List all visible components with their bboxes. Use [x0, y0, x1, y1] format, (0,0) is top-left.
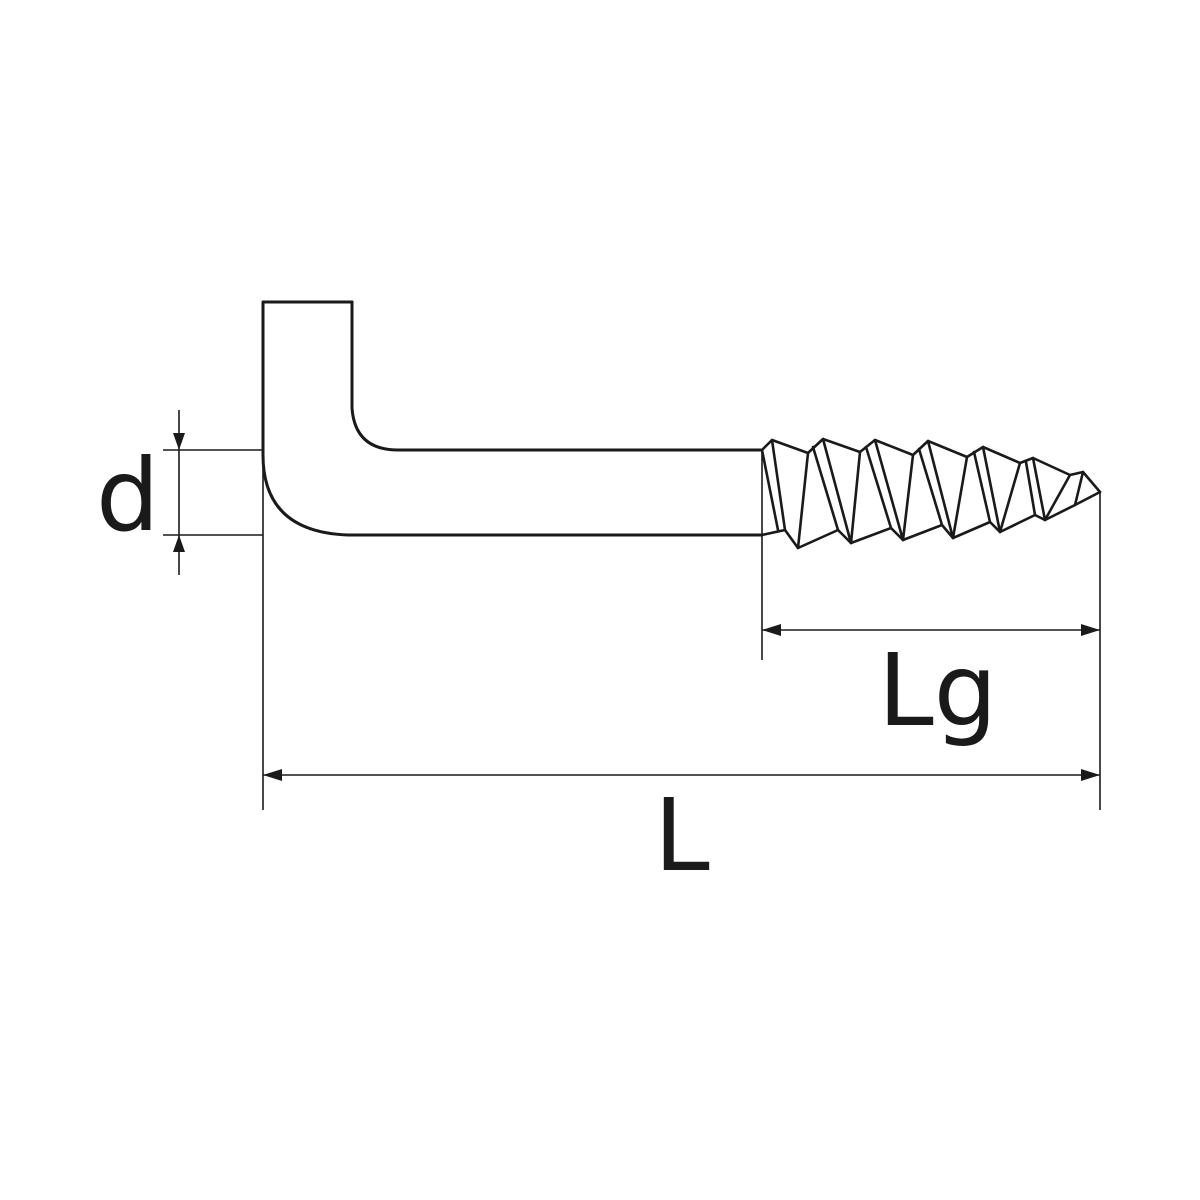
label-l: L [654, 777, 710, 894]
label-d: d [96, 437, 159, 554]
arrow-l-right [1081, 769, 1100, 781]
hook-outer-contour [261, 300, 764, 537]
thread-crest-11 [1024, 456, 1047, 522]
arrow-d-bottom [173, 535, 185, 552]
dimension-lg [761, 450, 1101, 810]
thread-crest-4 [849, 450, 862, 545]
thread-crest-10 [998, 461, 1022, 534]
thread-crest-8 [951, 455, 969, 540]
thread-bottom-edge [760, 490, 1102, 550]
thread-crest-1 [760, 438, 787, 532]
arrow-l-left [263, 769, 282, 781]
thread-crest-3 [811, 437, 853, 545]
arrow-lg-left [762, 624, 781, 636]
thread-crest-7 [917, 439, 955, 540]
hook-outline [261, 300, 764, 537]
arrow-d-top [173, 433, 185, 450]
hook-inner-contour [350, 300, 764, 452]
thread-crest-9 [972, 445, 1002, 534]
thread-section [760, 437, 1102, 550]
thread-crest-13 [1073, 470, 1085, 507]
thread-crest-2 [796, 451, 810, 550]
thread-crest-5 [864, 438, 905, 542]
arrow-lg-right [1081, 624, 1100, 636]
dimension-d [163, 410, 263, 575]
thread-crest-12 [1043, 473, 1072, 522]
thread-crest-6 [901, 453, 915, 542]
dimension-l [262, 455, 1100, 810]
label-lg: Lg [878, 632, 997, 749]
